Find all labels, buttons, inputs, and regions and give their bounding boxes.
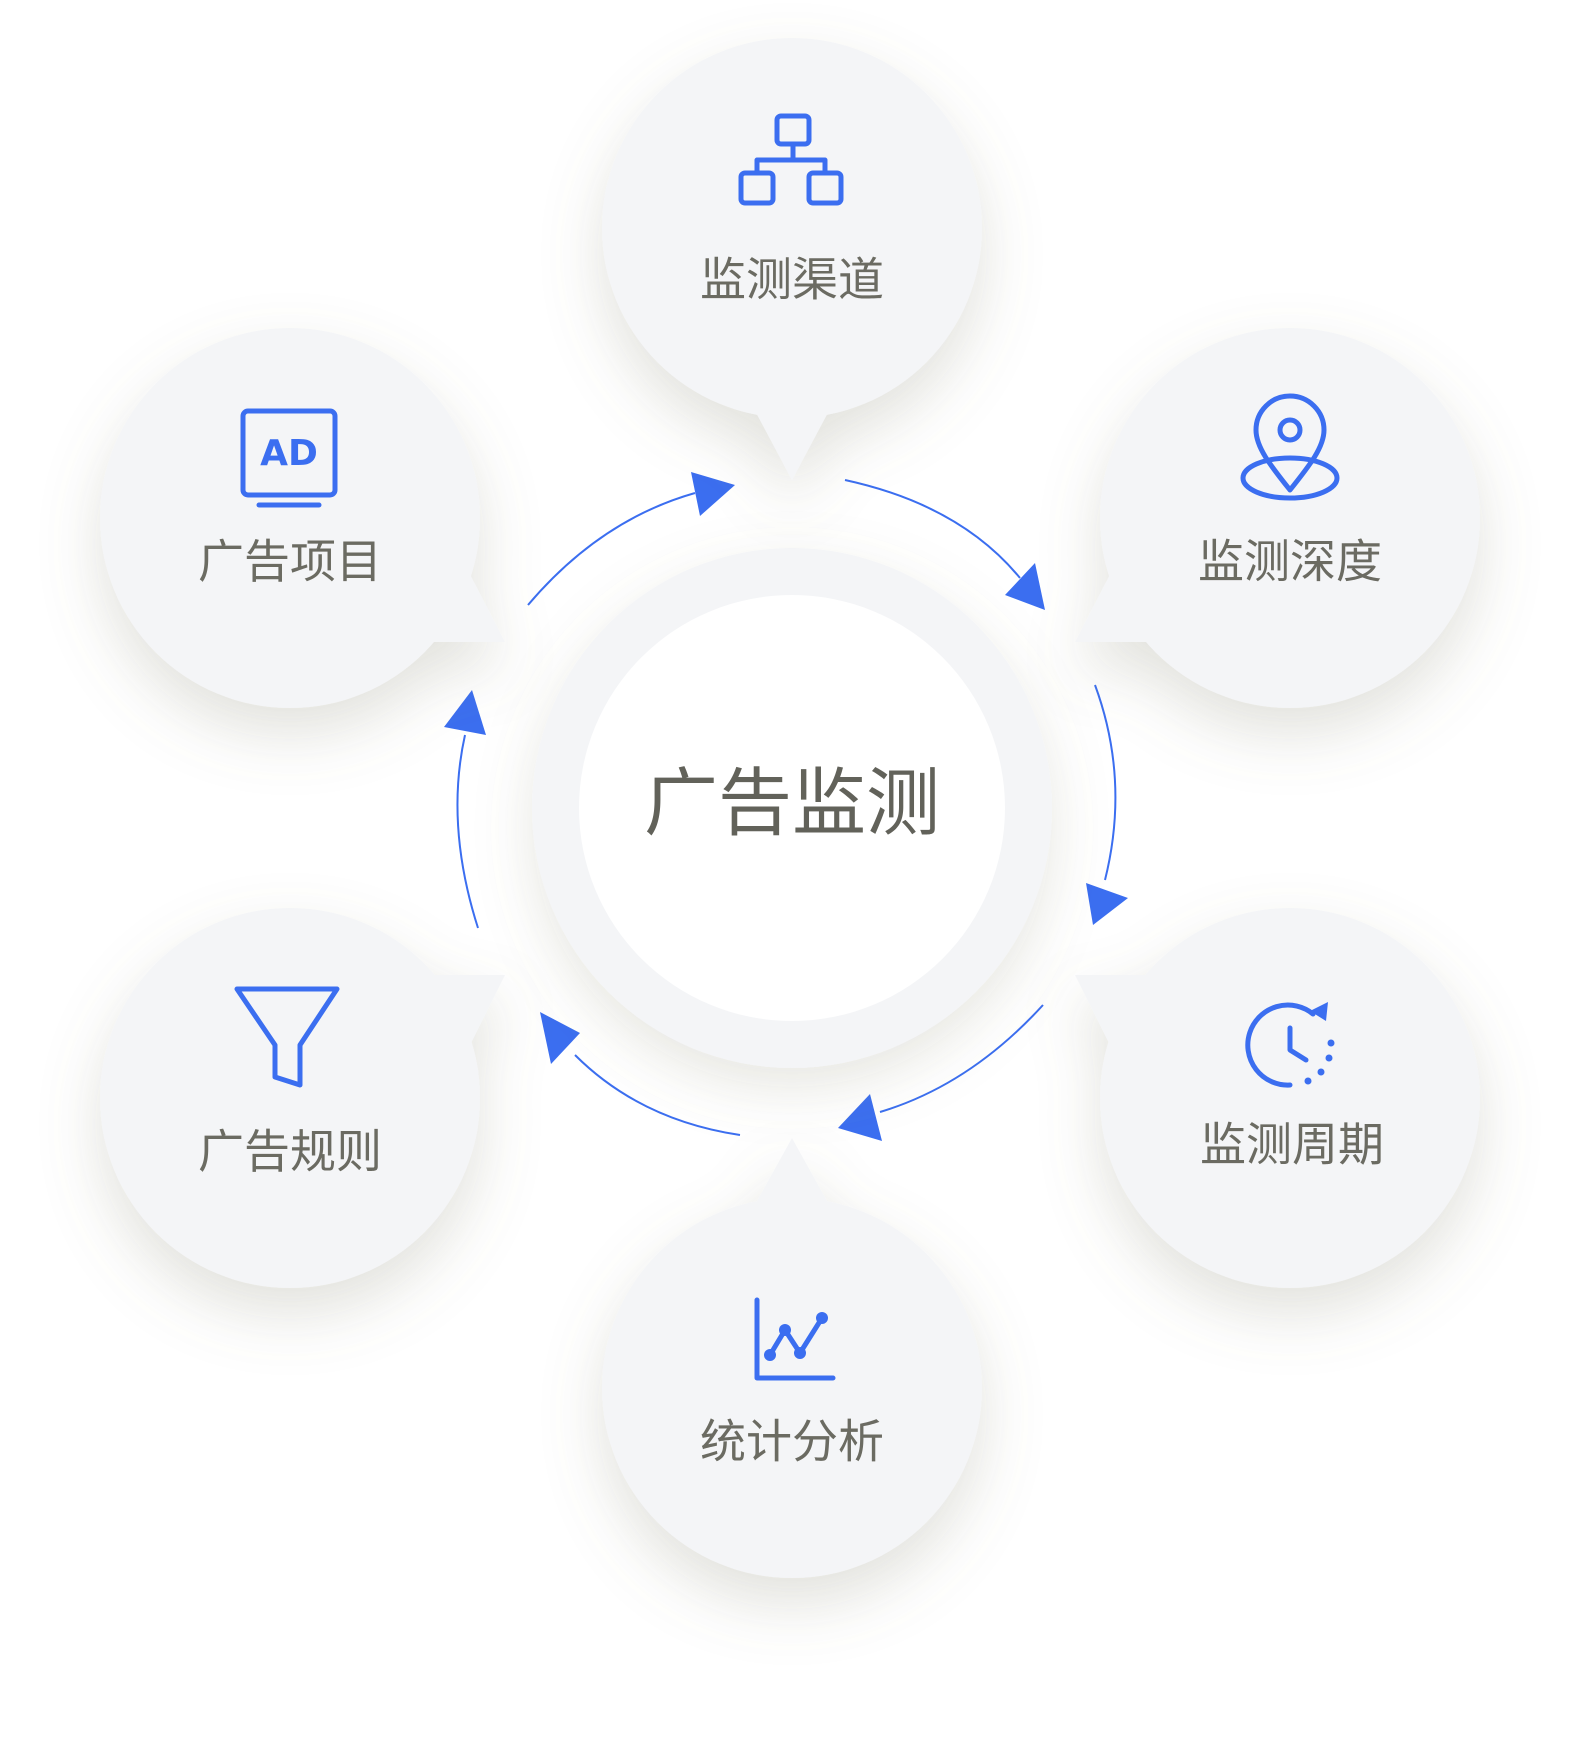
arrow-stats-to-rules <box>574 1054 741 1136</box>
arrow-head-to-project <box>444 690 486 735</box>
node-project-label: 广告项目 <box>198 535 382 589</box>
node-rules: 广告规则 <box>100 908 505 1288</box>
funnel-icon <box>234 986 340 1088</box>
node-channel: 监测渠道 <box>602 38 982 480</box>
arrow-period-to-stats <box>879 1004 1044 1113</box>
arrow-head-to-depth <box>1005 563 1045 610</box>
node-period: 监测周期 <box>1075 908 1480 1288</box>
arrow-project-to-channel <box>527 492 696 606</box>
node-depth: 监测深度 <box>1075 328 1480 708</box>
center-inner-circle <box>579 595 1005 1021</box>
ad-monitor-icon: AD <box>240 408 338 508</box>
center-title: 广告监测 <box>644 761 940 847</box>
arrow-head-to-period <box>1086 883 1128 925</box>
node-stats-label: 统计分析 <box>700 1415 884 1469</box>
node-stats: 统计分析 <box>602 1138 982 1578</box>
node-rules-label: 广告规则 <box>198 1125 382 1179</box>
center-hub: 广告监测 <box>532 548 1052 1068</box>
sitemap-icon <box>738 113 844 206</box>
node-depth-label: 监测深度 <box>1198 535 1382 589</box>
arrow-head-to-rules <box>540 1012 580 1064</box>
arrow-rules-to-project <box>456 734 479 929</box>
clock-cycle-icon <box>1245 1002 1335 1088</box>
ad-icon-text: AD <box>260 433 318 474</box>
arrow-head-to-channel <box>691 472 735 516</box>
arrow-head-to-stats <box>838 1094 882 1141</box>
location-pin-icon <box>1240 393 1340 501</box>
node-project: AD 广告项目 <box>100 328 505 708</box>
line-chart-icon <box>754 1297 836 1381</box>
node-channel-label: 监测渠道 <box>700 253 884 307</box>
cycle-arrows <box>444 472 1128 1141</box>
arrow-channel-to-depth <box>844 479 1021 579</box>
node-period-label: 监测周期 <box>1200 1118 1384 1172</box>
arrow-depth-to-period <box>1094 684 1117 881</box>
